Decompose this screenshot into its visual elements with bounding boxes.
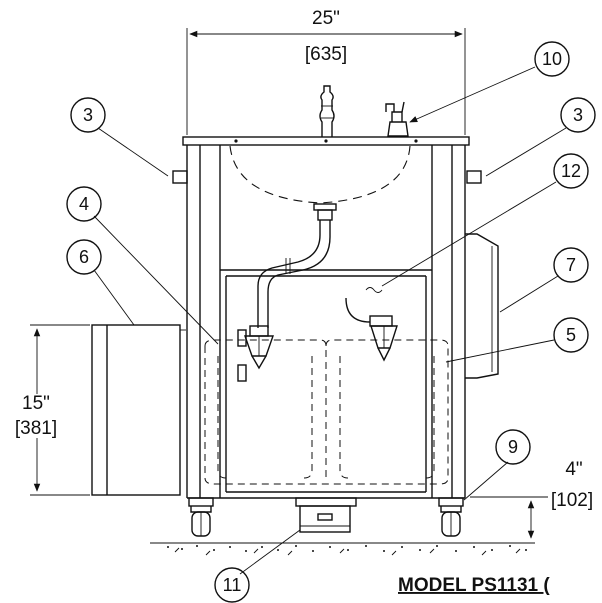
foot-pedal <box>295 497 357 533</box>
height-mm-label: [381] <box>15 418 57 439</box>
left-pump-valve <box>237 325 274 382</box>
width-mm-label: [635] <box>305 44 347 65</box>
drain-plumbing <box>257 203 337 328</box>
clearance-mm-label: [102] <box>551 490 593 511</box>
callout-9: 9 <box>463 429 531 501</box>
callout-label: 6 <box>79 247 89 267</box>
callout-6: 6 <box>66 239 135 326</box>
clearance-inch-label: 4" <box>565 459 582 480</box>
callout-12: 12 <box>381 153 589 287</box>
callout-label: 4 <box>79 194 89 214</box>
callout-label: 10 <box>542 49 562 69</box>
callout-3-left: 3 <box>70 97 169 177</box>
faucet <box>319 85 335 137</box>
right-caster <box>438 497 464 537</box>
callout-4: 4 <box>66 186 219 345</box>
casters <box>188 497 464 537</box>
callout-label: 12 <box>561 161 581 181</box>
callout-7: 7 <box>499 247 589 313</box>
callout-label: 9 <box>508 437 518 457</box>
width-dimension: 25" [635] <box>186 8 466 135</box>
side-tank <box>91 324 186 496</box>
callout-3-right: 3 <box>485 97 596 177</box>
width-inch-label: 25" <box>312 8 340 29</box>
callout-label: 7 <box>566 255 576 275</box>
left-caster <box>188 497 214 537</box>
water-tanks <box>204 339 449 485</box>
callout-label: 3 <box>573 105 583 125</box>
callout-5: 5 <box>445 317 589 363</box>
callout-label: 5 <box>566 325 576 345</box>
ground <box>150 542 535 556</box>
callout-11: 11 <box>214 529 301 603</box>
model-label: MODEL PS1131 ( <box>398 575 550 596</box>
paper-towel-dispenser <box>465 233 499 379</box>
soap-pump <box>385 101 409 137</box>
side-handles <box>172 170 482 184</box>
callout-10: 10 <box>409 41 570 123</box>
height-inch-label: 15" <box>22 393 50 414</box>
clearance-dimension: 4" [102] <box>470 459 593 539</box>
right-pump-valve <box>345 297 398 362</box>
vent-symbol <box>365 287 383 293</box>
callout-label: 3 <box>83 105 93 125</box>
height-dimension: 15" [381] <box>15 324 90 496</box>
sink-basin <box>229 145 411 204</box>
cabinet <box>182 136 470 499</box>
callout-label: 11 <box>223 575 242 595</box>
